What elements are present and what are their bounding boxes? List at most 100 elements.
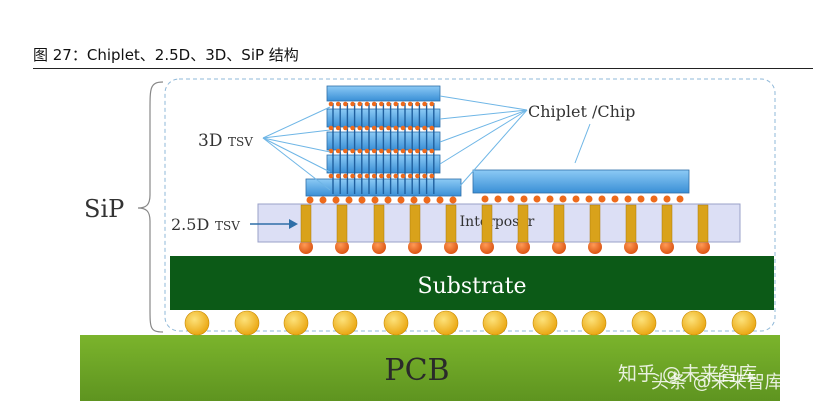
stack-bump bbox=[407, 125, 413, 131]
stack-bump bbox=[343, 101, 348, 107]
stack-bump bbox=[379, 125, 384, 131]
stack-bump bbox=[393, 101, 399, 107]
sip-label: SiP bbox=[84, 195, 124, 223]
3d-chip-stack bbox=[305, 85, 462, 197]
stack-bump bbox=[429, 173, 435, 179]
stack-bump bbox=[379, 173, 384, 179]
micro-bump bbox=[423, 196, 431, 204]
solder-balls bbox=[184, 310, 757, 336]
stack-bump bbox=[335, 173, 341, 179]
micro-bump bbox=[397, 196, 405, 204]
micro-bump bbox=[449, 196, 457, 204]
interposer-tsv bbox=[553, 204, 565, 243]
solder-ball bbox=[731, 310, 757, 336]
interposer-tsv bbox=[589, 204, 601, 243]
stack-bump bbox=[357, 101, 363, 107]
micro-bump bbox=[332, 196, 340, 204]
micro-bump bbox=[598, 195, 606, 203]
stack-bump bbox=[386, 148, 391, 154]
stack-bump bbox=[328, 148, 334, 154]
stack-bump bbox=[415, 148, 420, 154]
solder-ball bbox=[234, 310, 260, 336]
interposer-tsv bbox=[481, 204, 493, 243]
micro-bump bbox=[559, 195, 567, 203]
solder-ball bbox=[581, 310, 607, 336]
stack-bump bbox=[350, 125, 355, 131]
stack-bump bbox=[357, 125, 363, 131]
substrate-bump bbox=[516, 240, 530, 254]
micro-bump bbox=[306, 196, 314, 204]
micro-bump bbox=[637, 195, 645, 203]
substrate-bumps bbox=[299, 240, 710, 254]
substrate-bump bbox=[408, 240, 422, 254]
stack-bump bbox=[415, 173, 420, 179]
micro-bump bbox=[572, 195, 580, 203]
stack-bump bbox=[379, 148, 384, 154]
solder-ball bbox=[631, 310, 657, 336]
stack-bump bbox=[364, 125, 370, 131]
interposer-tsv bbox=[661, 204, 673, 243]
substrate-bump bbox=[299, 240, 313, 254]
stack-bump bbox=[371, 101, 377, 107]
stack-bump bbox=[357, 173, 363, 179]
interposer-tsv bbox=[517, 204, 529, 243]
micro-bump bbox=[520, 195, 528, 203]
stack-bump bbox=[400, 125, 406, 131]
substrate-bump bbox=[588, 240, 602, 254]
substrate-bump bbox=[696, 240, 710, 254]
stack-bump bbox=[400, 173, 406, 179]
stack-bump bbox=[350, 101, 355, 107]
stack-bump bbox=[371, 125, 377, 131]
stack-bump bbox=[364, 173, 370, 179]
solder-ball bbox=[332, 310, 358, 336]
micro-bump bbox=[358, 196, 366, 204]
micro-bump bbox=[371, 196, 379, 204]
stack-bump bbox=[364, 148, 370, 154]
stack-bump bbox=[386, 173, 391, 179]
solder-ball bbox=[433, 310, 459, 336]
stack-bump bbox=[386, 125, 391, 131]
stack-bump bbox=[393, 173, 399, 179]
micro-bump bbox=[481, 195, 489, 203]
stack-bump bbox=[350, 148, 355, 154]
figure-caption: 图 27：Chiplet、2.5D、3D、SiP 结构 bbox=[33, 46, 299, 64]
substrate-bump bbox=[480, 240, 494, 254]
chiplet-right bbox=[472, 169, 690, 194]
stack-bump bbox=[422, 125, 427, 131]
stack-bump bbox=[393, 125, 399, 131]
interposer-tsv bbox=[409, 204, 421, 243]
stack-bump bbox=[407, 101, 413, 107]
stack-bump bbox=[429, 101, 435, 107]
substrate-bump bbox=[444, 240, 458, 254]
watermark-zhihu: 知乎 @未来智库 bbox=[618, 363, 757, 385]
micro-bump bbox=[650, 195, 658, 203]
tsv-arrow bbox=[250, 219, 298, 229]
sip-brace bbox=[137, 81, 164, 333]
micro-bump bbox=[410, 196, 418, 204]
substrate-bump bbox=[660, 240, 674, 254]
stack-bump bbox=[371, 148, 377, 154]
watermark-toutiao: 头条 @未来智库 bbox=[651, 372, 783, 393]
stack-bump bbox=[429, 125, 435, 131]
micro-bump bbox=[624, 195, 632, 203]
micro-bump bbox=[384, 196, 392, 204]
solder-ball bbox=[482, 310, 508, 336]
stack-bump bbox=[407, 173, 413, 179]
solder-ball bbox=[681, 310, 707, 336]
stack-bump bbox=[415, 125, 420, 131]
stack-bump bbox=[335, 101, 341, 107]
stack-bump bbox=[335, 148, 341, 154]
stack-bump bbox=[328, 125, 334, 131]
substrate-bump bbox=[335, 240, 349, 254]
stack-bump bbox=[415, 101, 420, 107]
stack-bump bbox=[364, 101, 370, 107]
interposer-tsv bbox=[373, 204, 385, 243]
stack-bump bbox=[379, 101, 384, 107]
interposer-tsv bbox=[336, 204, 348, 243]
stack-bump bbox=[335, 125, 341, 131]
stack-bump bbox=[343, 125, 348, 131]
micro-bump bbox=[546, 195, 554, 203]
micro-bump bbox=[494, 195, 502, 203]
micro-bump bbox=[319, 196, 327, 204]
stacked-die bbox=[326, 85, 441, 102]
